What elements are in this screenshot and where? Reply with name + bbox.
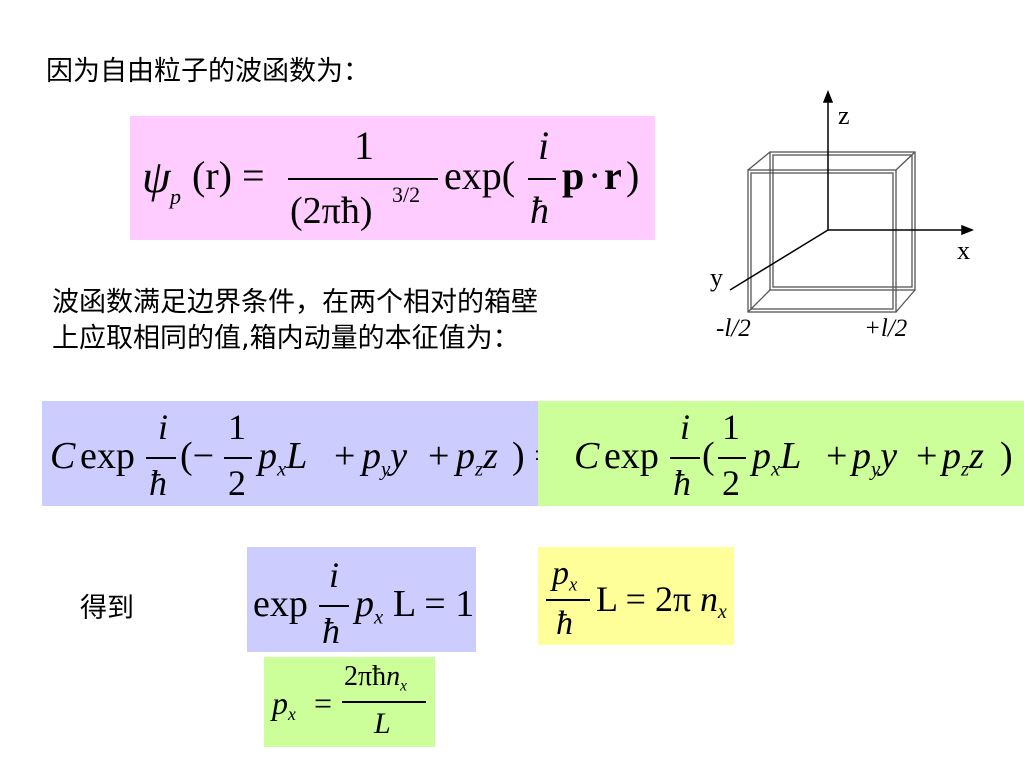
open-paren-neg: (−	[180, 435, 215, 477]
result-label: 得到	[80, 593, 134, 624]
close-paren: )	[1000, 435, 1013, 477]
constant-c: C	[574, 435, 600, 477]
py-term: pyy	[852, 435, 898, 481]
nx-term: nx	[700, 579, 727, 623]
numerator: 2πħnx	[344, 661, 407, 695]
boundary-equation-right: C exp i ħ ( 1 2 pxL + pyy + pzz )	[538, 401, 1024, 506]
left-bound-label: -l/2	[716, 315, 751, 342]
length-denominator: L	[374, 707, 391, 740]
px-term: pxL	[258, 435, 308, 481]
boundary-text-line2: 上应取相同的值,箱内动量的本征值为：	[52, 323, 520, 354]
py-term: pyy	[362, 435, 408, 481]
i-over-hbar-bar	[528, 178, 556, 180]
frac-bar	[342, 701, 426, 703]
psi-symbol: ψ	[142, 151, 171, 202]
hbar-denominator: ħ	[149, 463, 167, 503]
constant-c: C	[50, 435, 76, 477]
x-arrow-icon	[961, 224, 975, 236]
equals-2pi: L = 2π	[596, 579, 692, 619]
exp-func: exp	[80, 435, 135, 477]
intro-text: 因为自由粒子的波函数为：	[46, 56, 370, 87]
half-numerator: 1	[722, 407, 740, 447]
i-numerator: i	[329, 555, 340, 595]
frac-bar	[319, 605, 349, 607]
hbar-denominator: ħ	[322, 611, 340, 651]
px-lhs: px	[272, 685, 296, 725]
open-paren: (	[702, 435, 715, 477]
equals: =	[314, 685, 333, 721]
momentum-eigenvalue-equation: px = 2πħnx L	[264, 657, 435, 747]
plus-2: +	[428, 435, 450, 477]
frac-bar	[670, 457, 700, 459]
px-term: px	[355, 583, 384, 629]
exp-open: exp(	[444, 153, 516, 198]
half-numerator: 1	[228, 407, 246, 447]
hbar-denominator: ħ	[556, 605, 573, 642]
i-numerator: i	[158, 407, 169, 447]
y-label: y	[710, 263, 723, 292]
box-front-face-inner	[750, 172, 894, 310]
z-arrow-icon	[822, 90, 834, 103]
px-term: pxL	[752, 435, 802, 481]
x-label: x	[957, 236, 970, 265]
boundary-text-line1: 波函数满足边界条件，在两个相对的箱壁	[52, 287, 538, 318]
box-front-face	[747, 169, 897, 313]
hbar-denominator: ħ	[530, 190, 549, 232]
exp-func: exp	[253, 583, 308, 625]
wavefunction-equation: ψ p (r) = 1 (2πħ) 3/2 exp( i ħ p · r )	[130, 116, 655, 240]
pz-term: pzz	[456, 435, 498, 481]
half-denominator: 2	[722, 463, 740, 503]
plus-1: +	[334, 435, 356, 477]
fraction-bar	[288, 178, 438, 180]
plus-1: +	[826, 435, 848, 477]
box-diagram: z x y -l/2 +l/2	[710, 90, 975, 342]
denominator-exponent: 3/2	[392, 182, 421, 207]
momentum-vector: p	[562, 153, 585, 198]
fraction-denominator: (2πħ)	[290, 190, 373, 232]
dot-operator: ·	[588, 153, 602, 198]
equals-one: L = 1	[393, 583, 475, 625]
i-numerator: i	[538, 123, 550, 168]
plus-2: +	[916, 435, 938, 477]
i-numerator: i	[680, 407, 691, 447]
right-bound-label: +l/2	[864, 315, 907, 342]
exp-result-equation: exp i ħ px L = 1	[247, 547, 476, 652]
quantization-equation: px ħ L = 2π nx	[538, 547, 734, 645]
boundary-equation-left: C exp i ħ (− 1 2 pxL + pyy + pzz ) =	[42, 401, 556, 506]
box-back-face	[769, 151, 916, 291]
position-vector: r	[604, 153, 622, 198]
lhs-argument: (r) =	[192, 153, 265, 198]
y-axis	[729, 229, 829, 291]
hbar-denominator: ħ	[673, 463, 691, 503]
frac-bar	[546, 599, 590, 601]
half-bar	[224, 457, 252, 459]
half-denominator: 2	[228, 463, 246, 503]
frac-bar	[146, 457, 176, 459]
px-numerator: px	[552, 555, 578, 596]
exp-func: exp	[604, 435, 659, 477]
z-label: z	[838, 101, 850, 130]
close-paren: )	[626, 153, 640, 198]
box-back-face-inner	[772, 154, 913, 288]
half-bar	[718, 457, 746, 459]
pz-term: pzz	[942, 435, 984, 481]
fraction-numerator: 1	[354, 123, 374, 168]
psi-subscript: p	[170, 184, 181, 209]
